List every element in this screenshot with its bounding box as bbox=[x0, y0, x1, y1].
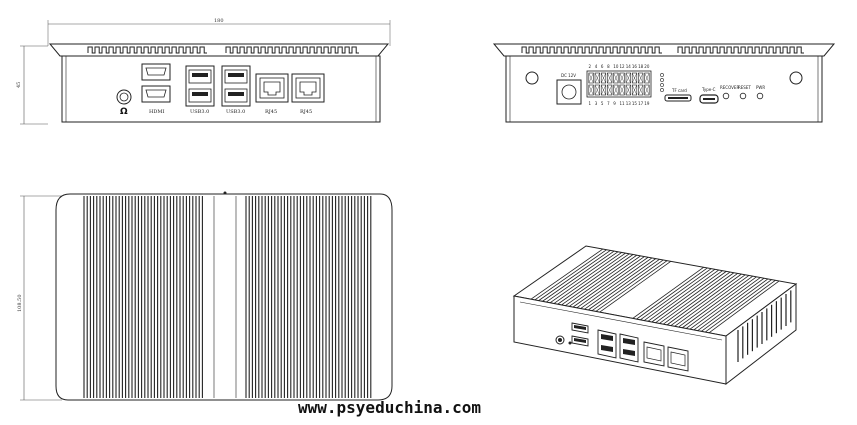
top-heatsink-fins bbox=[83, 196, 372, 398]
gpio-pin-number-top: 14 bbox=[626, 64, 632, 69]
front-width-dim: 180 bbox=[214, 18, 224, 24]
tf-card-slot bbox=[664, 94, 692, 102]
gpio-pin-number-bottom: 15 bbox=[632, 101, 638, 106]
type-c-port bbox=[699, 94, 719, 104]
status-leds bbox=[660, 73, 664, 92]
top-view: 108.50 bbox=[17, 191, 393, 401]
rj45-label-2: RJ45 bbox=[300, 109, 312, 115]
gpio-pin-number-top: 6 bbox=[601, 64, 604, 69]
iso-side-vents bbox=[737, 290, 792, 362]
gpio-pin-number-bottom: 3 bbox=[595, 101, 598, 106]
gpio-pin-number-top: 12 bbox=[620, 64, 626, 69]
top-depth-dim: 108.50 bbox=[17, 295, 23, 313]
tf-card-label: TF card bbox=[671, 88, 687, 93]
gpio-pin-number-top: 4 bbox=[595, 64, 598, 69]
gpio-pin-number-bottom: 17 bbox=[638, 101, 644, 106]
reset-label: RESET bbox=[738, 85, 751, 90]
hdmi-label: HDMI bbox=[149, 109, 164, 115]
gpio-pin-number-top: 16 bbox=[632, 64, 638, 69]
gpio-pin-number-bottom: 11 bbox=[620, 101, 626, 106]
reset-button bbox=[739, 92, 747, 100]
usb-ports-1 bbox=[185, 65, 215, 107]
isometric-view bbox=[512, 245, 798, 386]
rj45-port-1 bbox=[255, 73, 289, 103]
iso-heatsink-fins bbox=[530, 248, 780, 334]
mount-hole-left bbox=[525, 71, 539, 85]
iso-ports bbox=[555, 322, 689, 372]
audio-jack: Ω bbox=[116, 89, 132, 117]
usb-ports-2 bbox=[221, 65, 251, 107]
hdmi-ports bbox=[141, 63, 171, 103]
gpio-pin-number-top: 8 bbox=[607, 64, 610, 69]
rear-fins-left bbox=[521, 46, 662, 54]
gpio-pin-number-top: 10 bbox=[613, 64, 619, 69]
front-view: 180 45 Ω HDMI bbox=[16, 18, 391, 125]
gpio-pin-number-bottom: 7 bbox=[607, 101, 610, 106]
rj45-port-2 bbox=[291, 73, 325, 103]
gpio-pin-number-bottom: 5 bbox=[601, 101, 604, 106]
dc-jack bbox=[556, 79, 582, 105]
recover-button bbox=[722, 92, 730, 100]
website-watermark: www.psyeduchina.com bbox=[298, 398, 482, 417]
dc-label: DC 12V bbox=[561, 73, 576, 78]
gpio-pin-number-top: 18 bbox=[638, 64, 644, 69]
headphone-icon: Ω bbox=[120, 107, 128, 117]
usb-label-2: USB3.0 bbox=[226, 109, 245, 115]
gpio-pin-number-top: 2 bbox=[589, 64, 592, 69]
gpio-pin-number-bottom: 19 bbox=[644, 101, 650, 106]
front-height-dim: 45 bbox=[16, 82, 22, 88]
recover-label: RECOVER bbox=[720, 85, 739, 90]
gpio-header bbox=[586, 70, 652, 98]
usb-label-1: USB3.0 bbox=[190, 109, 209, 115]
rear-fins-right bbox=[677, 46, 804, 54]
front-fins-left bbox=[87, 46, 207, 54]
gpio-pin-number-bottom: 13 bbox=[626, 101, 632, 106]
mount-hole-right bbox=[789, 71, 803, 85]
gpio-pin-number-bottom: 1 bbox=[589, 101, 592, 106]
power-button bbox=[756, 92, 764, 100]
gpio-pin-number-bottom: 9 bbox=[613, 101, 616, 106]
gpio-pin-number-top: 20 bbox=[644, 64, 650, 69]
power-label: PWR bbox=[756, 85, 765, 90]
type-c-label: Type-C bbox=[701, 87, 716, 92]
front-fins-right bbox=[225, 46, 359, 54]
rj45-label-1: RJ45 bbox=[265, 109, 277, 115]
